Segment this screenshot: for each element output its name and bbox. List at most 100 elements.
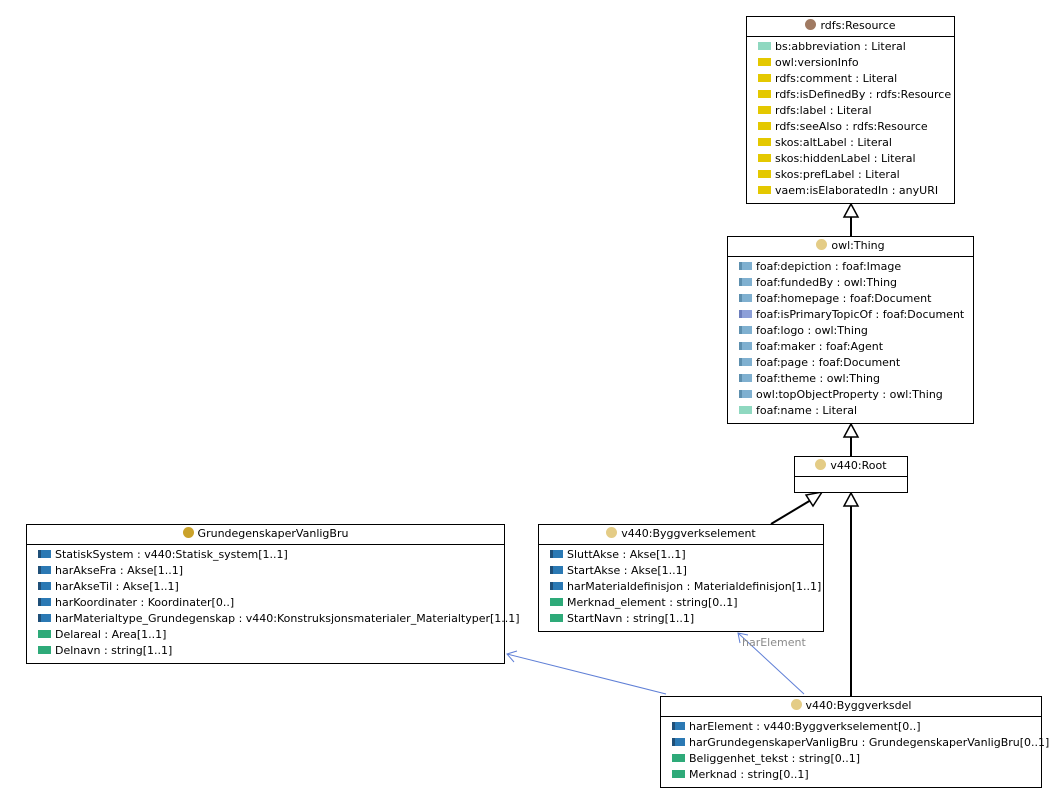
property-row[interactable]: skos:altLabel : Literal bbox=[747, 135, 954, 151]
property-row[interactable]: harAkseFra : Akse[1..1] bbox=[27, 563, 504, 579]
property-list: StatiskSystem : v440:Statisk_system[1..1… bbox=[27, 545, 520, 659]
property-label: StartAkse : Akse[1..1] bbox=[567, 564, 687, 577]
class-title: v440:Byggverksdel bbox=[805, 699, 912, 712]
association-edges bbox=[506, 632, 805, 695]
property-row[interactable]: harAkseTil : Akse[1..1] bbox=[27, 579, 504, 595]
object-light-property-icon bbox=[739, 262, 752, 270]
property-row[interactable]: foaf:maker : foaf:Agent bbox=[728, 339, 973, 355]
property-label: Delareal : Area[1..1] bbox=[55, 628, 167, 641]
property-list: SluttAkse : Akse[1..1] StartAkse : Akse[1… bbox=[539, 545, 823, 627]
property-label: foaf:homepage : foaf:Document bbox=[756, 292, 932, 305]
property-row[interactable]: rdfs:seeAlso : rdfs:Resource bbox=[747, 119, 954, 135]
property-row[interactable]: skos:prefLabel : Literal bbox=[747, 167, 954, 183]
property-label: rdfs:seeAlso : rdfs:Resource bbox=[775, 120, 928, 133]
property-row[interactable]: rdfs:label : Literal bbox=[747, 103, 954, 119]
annotation-property-icon bbox=[758, 138, 771, 146]
property-label: foaf:theme : owl:Thing bbox=[756, 372, 880, 385]
property-label: StartNavn : string[1..1] bbox=[567, 612, 695, 625]
property-row[interactable]: StartAkse : Akse[1..1] bbox=[539, 563, 823, 579]
property-label: StatiskSystem : v440:Statisk_system[1..1… bbox=[55, 548, 288, 561]
property-label: harAkseTil : Akse[1..1] bbox=[55, 580, 179, 593]
property-label: bs:abbreviation : Literal bbox=[775, 40, 906, 53]
edge-harElement bbox=[737, 632, 805, 695]
property-row[interactable]: harMaterialdefinisjon : Materialdefinisj… bbox=[539, 579, 823, 595]
property-row[interactable]: foaf:isPrimaryTopicOf : foaf:Document bbox=[728, 307, 973, 323]
property-label: rdfs:comment : Literal bbox=[775, 72, 898, 85]
property-label: foaf:fundedBy : owl:Thing bbox=[756, 276, 898, 289]
property-row[interactable]: Beliggenhet_tekst : string[0..1] bbox=[661, 751, 1041, 767]
property-label: foaf:page : foaf:Document bbox=[756, 356, 901, 369]
property-row[interactable]: harGrundegenskaperVanligBru : Grundegens… bbox=[661, 735, 1049, 751]
property-label: harElement : v440:Byggverkselement[0..] bbox=[689, 720, 921, 733]
edge-label-harElement: harElement bbox=[742, 636, 806, 649]
class-title: owl:Thing bbox=[831, 239, 885, 252]
property-label: Merknad_element : string[0..1] bbox=[567, 596, 738, 609]
property-row[interactable]: foaf:fundedBy : owl:Thing bbox=[728, 275, 973, 291]
property-label: skos:hiddenLabel : Literal bbox=[775, 152, 916, 165]
property-label: skos:altLabel : Literal bbox=[775, 136, 892, 149]
class-title: v440:Byggverkselement bbox=[621, 527, 756, 540]
property-row[interactable]: rdfs:comment : Literal bbox=[747, 71, 954, 87]
property-row[interactable]: harMaterialtype_Grundegenskap : v440:Kon… bbox=[27, 611, 520, 627]
property-label: foaf:depiction : foaf:Image bbox=[756, 260, 902, 273]
object-property-icon bbox=[38, 566, 51, 574]
class-dot-icon bbox=[606, 527, 618, 538]
class-header: v440:Byggverkselement bbox=[539, 525, 823, 545]
property-row[interactable]: foaf:logo : owl:Thing bbox=[728, 323, 973, 339]
property-label: vaem:isElaboratedIn : anyURI bbox=[775, 184, 939, 197]
property-label: Merknad : string[0..1] bbox=[689, 768, 809, 781]
arrowhead-harElement bbox=[737, 632, 749, 644]
data-property-icon bbox=[550, 598, 563, 606]
class-v440-byggverksdel[interactable]: v440:Byggverksdel harElement : v440:Byggv… bbox=[660, 696, 1049, 788]
class-v440-root[interactable]: v440:Root bbox=[794, 456, 908, 493]
property-row[interactable]: vaem:isElaboratedIn : anyURI bbox=[747, 183, 954, 199]
data-property-icon bbox=[38, 630, 51, 638]
property-row[interactable]: harKoordinater : Koordinater[0..] bbox=[27, 595, 504, 611]
property-label: foaf:name : Literal bbox=[756, 404, 858, 417]
property-label: foaf:isPrimaryTopicOf : foaf:Document bbox=[756, 308, 965, 321]
literal-property-icon bbox=[758, 42, 771, 50]
arrowhead-harGrundegenskaper bbox=[506, 650, 518, 663]
property-list bbox=[795, 477, 907, 479]
property-row[interactable]: rdfs:isDefinedBy : rdfs:Resource bbox=[747, 87, 954, 103]
property-row[interactable]: harElement : v440:Byggverkselement[0..] bbox=[661, 719, 1041, 735]
property-row[interactable]: foaf:depiction : foaf:Image bbox=[728, 259, 973, 275]
inheritance-edges bbox=[770, 202, 860, 696]
object-property-icon bbox=[38, 550, 51, 558]
property-list: foaf:depiction : foaf:Image foaf:fundedBy… bbox=[728, 257, 973, 419]
object-light-property-icon bbox=[739, 358, 752, 366]
property-row[interactable]: owl:versionInfo bbox=[747, 55, 954, 71]
property-row[interactable]: Delnavn : string[1..1] bbox=[27, 643, 504, 659]
property-row[interactable]: foaf:homepage : foaf:Document bbox=[728, 291, 973, 307]
property-row[interactable]: SluttAkse : Akse[1..1] bbox=[539, 547, 823, 563]
property-row[interactable]: owl:topObjectProperty : owl:Thing bbox=[728, 387, 973, 403]
object-property-icon bbox=[550, 582, 563, 590]
property-label: SluttAkse : Akse[1..1] bbox=[567, 548, 686, 561]
property-row[interactable]: StartNavn : string[1..1] bbox=[539, 611, 823, 627]
property-label: harKoordinater : Koordinater[0..] bbox=[55, 596, 235, 609]
property-row[interactable]: Merknad : string[0..1] bbox=[661, 767, 1041, 783]
property-label: skos:prefLabel : Literal bbox=[775, 168, 900, 181]
property-row[interactable]: Delareal : Area[1..1] bbox=[27, 627, 504, 643]
class-rdfs-resource[interactable]: rdfs:Resource bs:abbreviation : Literal ow… bbox=[746, 16, 955, 204]
class-title: GrundegenskaperVanligBru bbox=[197, 527, 349, 540]
arrowhead-root-right bbox=[842, 491, 860, 507]
object-light-property-icon bbox=[739, 390, 752, 398]
property-row[interactable]: skos:hiddenLabel : Literal bbox=[747, 151, 954, 167]
property-row[interactable]: Merknad_element : string[0..1] bbox=[539, 595, 823, 611]
object-property-icon bbox=[672, 738, 685, 746]
data-property-icon bbox=[550, 614, 563, 622]
property-label: foaf:maker : foaf:Agent bbox=[756, 340, 884, 353]
property-row[interactable]: foaf:name : Literal bbox=[728, 403, 973, 419]
annotation-property-icon bbox=[758, 74, 771, 82]
annotation-property-icon bbox=[758, 186, 771, 194]
property-row[interactable]: foaf:theme : owl:Thing bbox=[728, 371, 973, 387]
property-row[interactable]: StatiskSystem : v440:Statisk_system[1..1… bbox=[27, 547, 504, 563]
property-row[interactable]: bs:abbreviation : Literal bbox=[747, 39, 954, 55]
property-row[interactable]: foaf:page : foaf:Document bbox=[728, 355, 973, 371]
class-dot-icon bbox=[816, 239, 828, 250]
class-header: rdfs:Resource bbox=[747, 17, 954, 37]
